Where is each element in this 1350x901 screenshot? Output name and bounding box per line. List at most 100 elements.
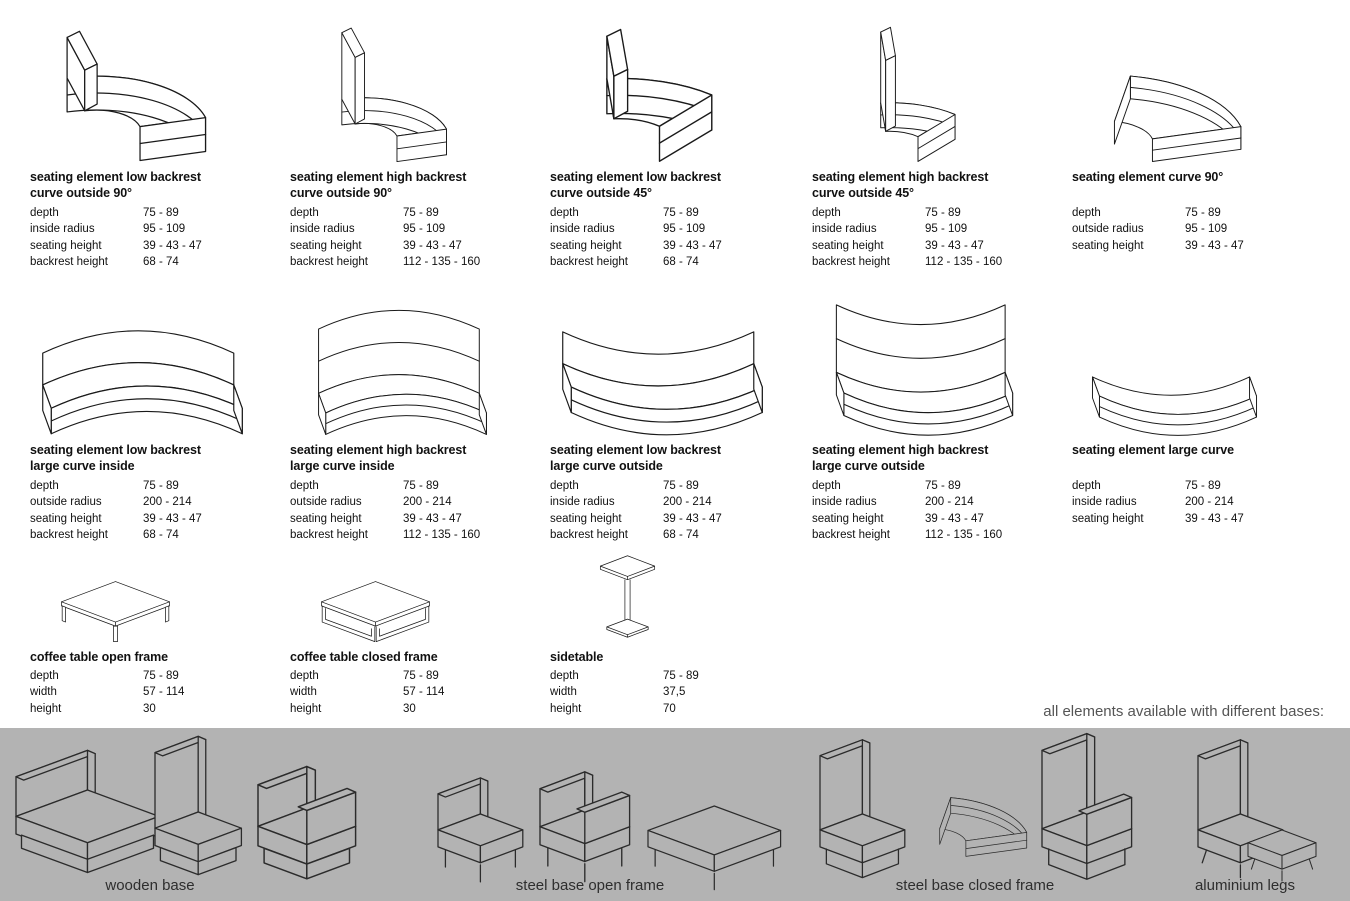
title-line: coffee table closed frame — [290, 650, 438, 664]
title-line: coffee table open frame — [30, 650, 169, 664]
spec-value: 95 - 109 — [663, 223, 706, 236]
illustration-low-backrest-curve-outside-90 — [30, 25, 225, 165]
title-line: seating element large curve — [1072, 443, 1234, 457]
spec-value: 200 - 214 — [663, 496, 712, 509]
spec-label: seating height — [550, 512, 622, 525]
spec-value: 75 - 89 — [1185, 207, 1221, 219]
spec-row: depth 75 - 89 — [550, 668, 796, 684]
title-line: curve outside 90° — [290, 186, 392, 200]
large-curve-outside-low-back-drawing — [562, 331, 763, 436]
spec-label: height — [30, 702, 62, 715]
title-line: seating element curve 90° — [1072, 170, 1224, 184]
spec-value: 68 - 74 — [663, 529, 699, 542]
spec-value: 30 — [403, 702, 416, 715]
wooden-base-art — [15, 735, 357, 880]
spec-label: inside radius — [812, 223, 877, 236]
title-line: seating element high backrest — [290, 170, 467, 184]
spec-row: height 30 — [30, 701, 276, 717]
spec-label: inside radius — [1072, 496, 1137, 509]
base-label-aluminium: aluminium legs — [1194, 877, 1296, 894]
spec-value: 112 - 135 - 160 — [925, 529, 1003, 542]
spec-value: 68 - 74 — [663, 256, 699, 269]
aluminium-legs-art — [1197, 739, 1317, 882]
spec-label: depth — [812, 480, 841, 492]
steel-open-frame-art — [437, 771, 782, 891]
title-line: seating element high backrest — [812, 443, 989, 457]
illustration-high-backrest-large-curve-outside — [812, 288, 1037, 438]
spec-label: depth — [550, 670, 579, 682]
title-line: curve outside 45° — [812, 186, 914, 200]
spec-value: 200 - 214 — [403, 496, 452, 509]
spec-label: outside radius — [30, 496, 102, 509]
spec-value: 70 — [663, 702, 676, 715]
illustration-high-backrest-curve-outside-45 — [812, 25, 1007, 165]
spec-label: width — [550, 686, 577, 699]
title-line: sidetable — [550, 650, 604, 664]
spec-label: depth — [290, 480, 319, 492]
spec-value: 75 - 89 — [663, 670, 699, 682]
illustration-low-backrest-curve-outside-45 — [550, 25, 745, 165]
large-curve-high-back-drawing — [318, 309, 487, 435]
spec-label: backrest height — [30, 529, 108, 542]
spec-row: seating height 39 - 43 - 47 — [1072, 511, 1318, 527]
spec-label: backrest height — [550, 256, 628, 269]
product-title: seating element curve 90° — [1072, 169, 1318, 201]
spec-label: depth — [1072, 480, 1101, 492]
spec-label: seating height — [1072, 512, 1144, 525]
spec-value: 75 - 89 — [663, 207, 699, 219]
spec-value: 75 - 89 — [403, 670, 439, 682]
spec-value: 30 — [143, 702, 156, 715]
spec-label: height — [550, 702, 582, 715]
spec-label: seating height — [290, 239, 362, 252]
spec-row: height 30 — [290, 701, 536, 717]
large-curve-low-back-drawing — [42, 330, 243, 435]
spec-value: 75 - 89 — [143, 207, 179, 219]
spec-value: 75 - 89 — [143, 480, 179, 492]
spec-value: 75 - 89 — [925, 480, 961, 492]
spec-label: backrest height — [812, 529, 890, 542]
spec-label: backrest height — [290, 256, 368, 269]
illustration-coffee-table-open-frame — [30, 548, 255, 645]
title-line: seating element high backrest — [290, 443, 467, 457]
spec-value: 39 - 43 - 47 — [925, 239, 984, 252]
spec-row: backrest height 112 - 135 - 160 — [812, 527, 1058, 543]
spec-row: backrest height 68 - 74 — [550, 254, 796, 270]
spec-value: 39 - 43 - 47 — [1185, 512, 1244, 525]
title-line: seating element low backrest — [550, 443, 721, 457]
spec-label: width — [30, 686, 57, 699]
spec-label: height — [290, 702, 322, 715]
spec-row: depth 75 - 89 — [812, 478, 1058, 494]
steel-closed-frame-art — [819, 732, 1133, 880]
illustration-high-backrest-large-curve-inside — [290, 288, 515, 438]
illustration-low-backrest-large-curve-inside — [30, 288, 255, 438]
illustration-curve-90 — [1072, 25, 1267, 165]
